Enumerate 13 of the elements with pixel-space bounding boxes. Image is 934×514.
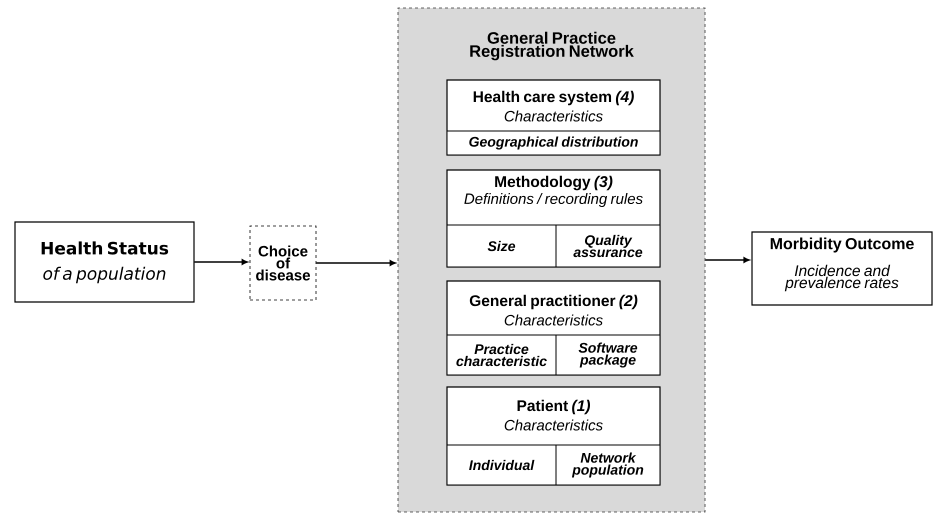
table-cell: Software package xyxy=(556,334,660,376)
table-cell: Network population xyxy=(556,444,660,486)
process-box: Morbidity Outcome Incidence and prevalence rates xyxy=(751,231,933,306)
dashed-box: Choice of disease xyxy=(250,226,316,300)
table-cell: Geographical distribution xyxy=(446,130,660,156)
arrow xyxy=(316,260,396,266)
arrow xyxy=(705,257,750,263)
process-box: Health Status of a population xyxy=(14,221,195,303)
table-cell: Practice characteristic xyxy=(446,334,556,376)
table-cell: Individual xyxy=(446,444,556,486)
arrow xyxy=(194,259,248,265)
table-cell: Quality assurance xyxy=(556,224,660,268)
table-cell: Size xyxy=(446,224,556,268)
